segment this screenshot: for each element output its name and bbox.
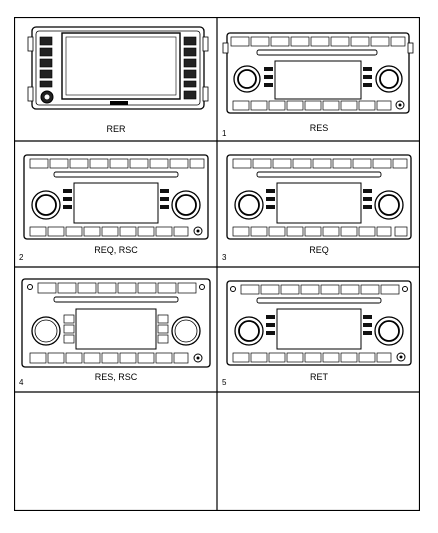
radio-req-illustration [226, 154, 412, 240]
cell-req-rsc [14, 141, 217, 267]
label-ret: RET [310, 372, 328, 382]
label-res-rsc: RES, RSC [94, 372, 138, 382]
cell-res-rsc [14, 267, 217, 392]
label-req-rsc: REQ, RSC [94, 245, 138, 255]
index-req-rsc: 2 [19, 253, 24, 262]
radio-variants-grid: RER RES 1 REQ, RSC 2 REQ 3 RES, RSC 4 RE… [14, 17, 420, 511]
index-req: 3 [222, 253, 227, 262]
radio-ret-illustration [226, 280, 412, 366]
index-ret: 5 [222, 378, 227, 387]
label-res: RES [309, 123, 329, 133]
index-res: 1 [222, 129, 227, 138]
cell-empty-left [14, 392, 217, 511]
radio-res-rsc-illustration [21, 278, 211, 368]
cell-empty-right [217, 392, 420, 511]
index-res-rsc: 4 [19, 378, 24, 387]
cell-res [217, 17, 420, 141]
radio-res-illustration [222, 32, 414, 114]
label-req: REQ [309, 245, 329, 255]
cell-req [217, 141, 420, 267]
label-rer: RER [106, 124, 126, 134]
radio-rer-illustration [27, 26, 209, 110]
cell-rer [14, 17, 217, 141]
cell-ret [217, 267, 420, 392]
grid-frame [14, 17, 420, 511]
radio-req-rsc-illustration [23, 154, 209, 240]
